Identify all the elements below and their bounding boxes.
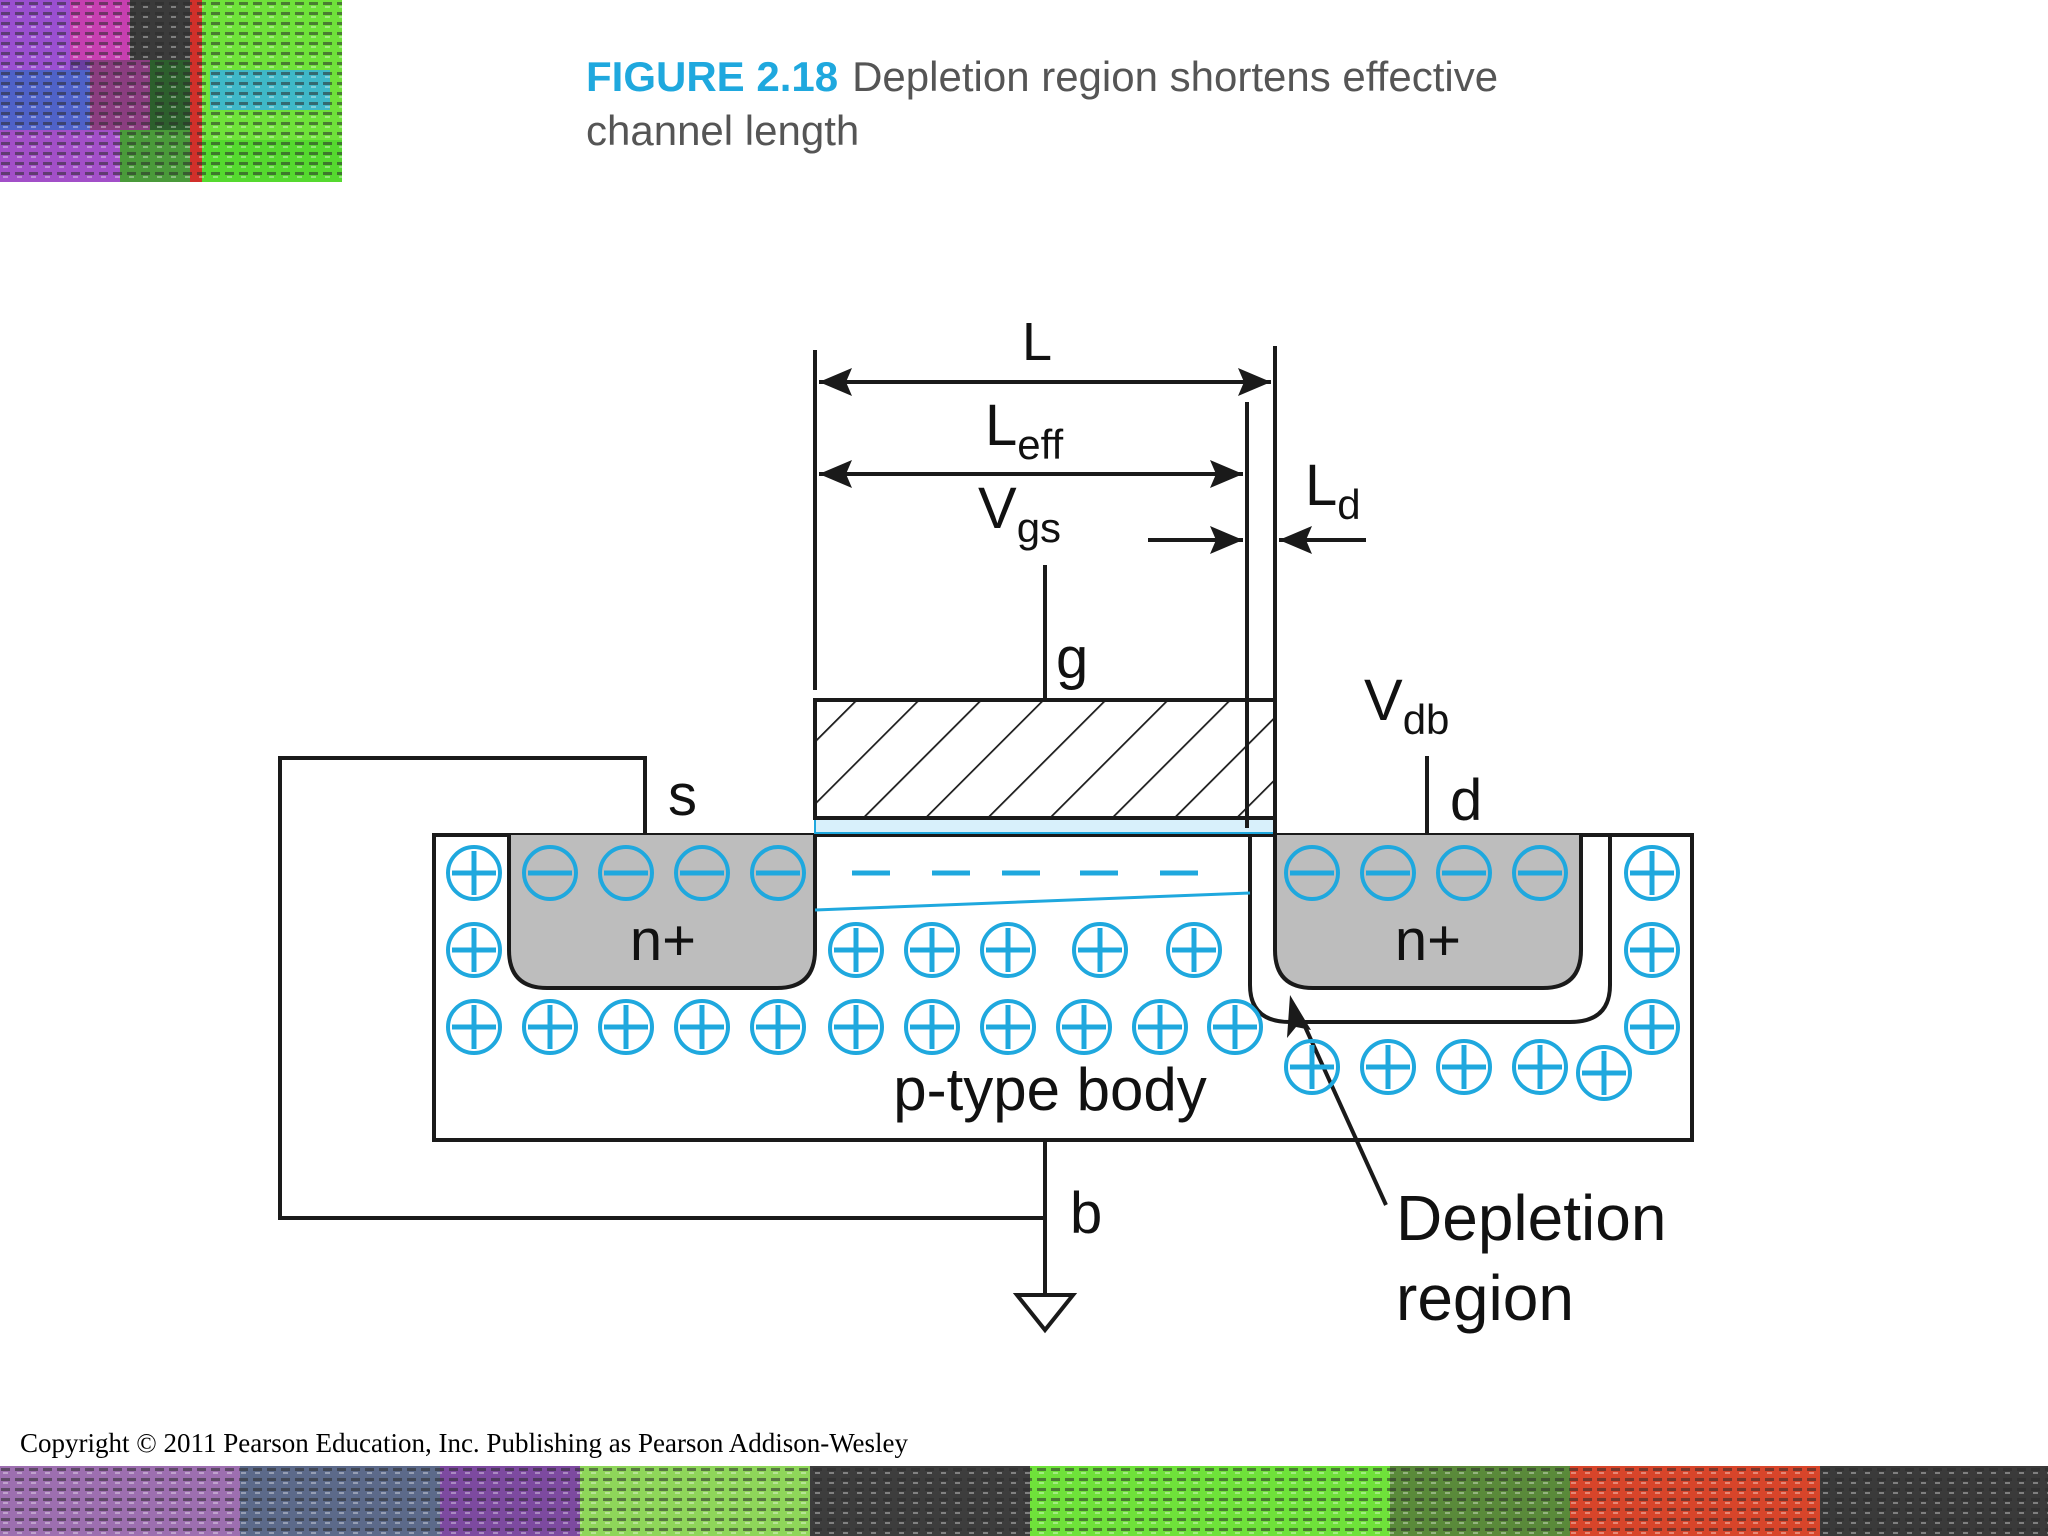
electron-charge-icon <box>1360 845 1416 901</box>
figure-number: FIGURE 2.18 <box>586 53 839 100</box>
electron-charge-icon <box>522 845 578 901</box>
drain-terminal-label: d <box>1450 768 1482 833</box>
drain-n-plus-region <box>1273 835 1583 990</box>
ground-symbol-icon <box>1012 1293 1078 1334</box>
dim-Leff-arrowhead-right <box>1210 460 1243 488</box>
mosfet-depletion-diagram: L Leff Ld Vgs g Vdb d s b n+ n+ p-type b… <box>278 312 1694 1334</box>
caption-line-2: channel length <box>586 107 860 154</box>
electron-charge-icon <box>1284 845 1340 901</box>
dim-Ld-arrowhead-left <box>1210 526 1243 554</box>
hole-charge-icon <box>1132 999 1188 1055</box>
hole-charge-icon <box>598 999 654 1055</box>
hole-charge-icon <box>1360 1039 1416 1095</box>
source-region-label: n+ <box>630 908 696 973</box>
dim-Ld-arrowhead-right <box>1279 526 1312 554</box>
figure-caption: FIGURE 2.18 Depletion region shortens eff… <box>586 50 1586 158</box>
depletion-callout-line <box>1300 1019 1388 1206</box>
depletion-region-outline <box>1248 835 1612 1024</box>
electron-charge-icon <box>598 845 654 901</box>
depletion-label-line2: region <box>1396 1262 1574 1334</box>
hole-charge-icon <box>446 999 502 1055</box>
charge-symbols <box>446 845 1680 1101</box>
hole-charge-icon <box>1072 922 1128 978</box>
source-n-plus-region <box>507 835 817 990</box>
gate-terminal-label: g <box>1056 626 1088 691</box>
hole-charge-icon <box>750 999 806 1055</box>
vdb-label: Vdb <box>1364 668 1449 743</box>
electron-charge-icon <box>674 845 730 901</box>
hole-charge-icon <box>904 999 960 1055</box>
hole-charge-icon <box>828 999 884 1055</box>
electron-charge-icon <box>1512 845 1568 901</box>
hole-charge-icon <box>980 999 1036 1055</box>
hole-charge-icon <box>1624 999 1680 1055</box>
chip-photo-corner-image <box>0 0 342 182</box>
hole-charge-icon <box>446 845 502 901</box>
channel-boundary-line <box>814 891 1251 912</box>
dim-L-arrowhead-right <box>1238 368 1271 396</box>
hole-charge-icon <box>1624 922 1680 978</box>
vgs-label: Vgs <box>978 476 1061 551</box>
gate-oxide-strip <box>814 817 1276 834</box>
hole-charge-icon <box>980 922 1036 978</box>
hole-charge-icon <box>522 999 578 1055</box>
dim-Ld-label: Ld <box>1305 453 1361 528</box>
hole-charge-icon <box>828 922 884 978</box>
hole-charge-icon <box>1624 845 1680 901</box>
body-terminal-label: b <box>1070 1181 1102 1246</box>
hole-charge-icon <box>1056 999 1112 1055</box>
depletion-label-line1: Depletion <box>1396 1182 1666 1254</box>
dim-L-label: L <box>1022 312 1052 372</box>
source-body-wire <box>278 756 1045 1220</box>
hole-charge-icon <box>1512 1039 1568 1095</box>
electron-charge-icon <box>1436 845 1492 901</box>
dim-Leff-arrowhead-left <box>819 460 852 488</box>
source-terminal-label: s <box>668 763 697 828</box>
hole-charge-icon <box>1576 1045 1632 1101</box>
depletion-callout-arrowhead <box>1287 995 1311 1038</box>
hole-charge-icon <box>446 922 502 978</box>
hole-charge-icon <box>904 922 960 978</box>
dim-L-arrowhead-left <box>819 368 852 396</box>
body-label: p-type body <box>893 1056 1207 1123</box>
chip-photo-strip-image <box>0 1466 2048 1536</box>
hole-charge-icon <box>1166 922 1222 978</box>
copyright-notice: Copyright © 2011 Pearson Education, Inc.… <box>20 1428 908 1458</box>
hole-charge-icon <box>1284 1039 1340 1095</box>
hole-charge-icon <box>674 999 730 1055</box>
drain-region-label: n+ <box>1395 908 1461 973</box>
electron-charge-icon <box>750 845 806 901</box>
gate-polysilicon <box>813 698 1277 820</box>
dim-Leff-label: Leff <box>985 393 1064 468</box>
hole-charge-icon <box>1436 1039 1492 1095</box>
caption-line-1: Depletion region shortens effective <box>852 53 1499 100</box>
hole-charge-icon <box>1207 999 1263 1055</box>
